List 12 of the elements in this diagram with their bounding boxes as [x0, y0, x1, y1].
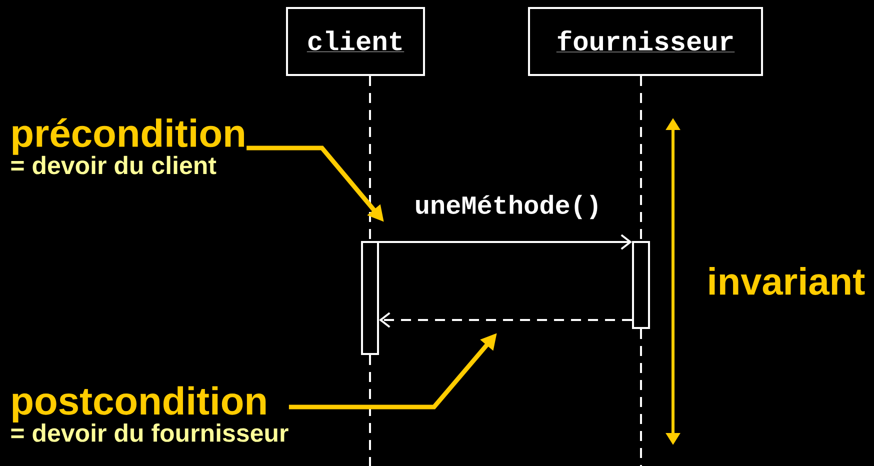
annotation-text: postcondition = devoir du fournisseur — [11, 386, 288, 442]
activation-bar — [632, 241, 650, 329]
lifeline — [369, 76, 371, 241]
lifeline — [640, 76, 642, 241]
object-box: fournisseur — [528, 7, 764, 76]
object-box: client — [286, 7, 425, 76]
edge-label: uneMéthode() — [413, 194, 603, 220]
annotation-text: précondition = devoir du client — [11, 118, 244, 174]
message-arrow — [379, 312, 632, 328]
message-arrow — [379, 234, 632, 250]
annotation-label: invariant — [709, 267, 865, 295]
activation-bar — [361, 241, 379, 355]
